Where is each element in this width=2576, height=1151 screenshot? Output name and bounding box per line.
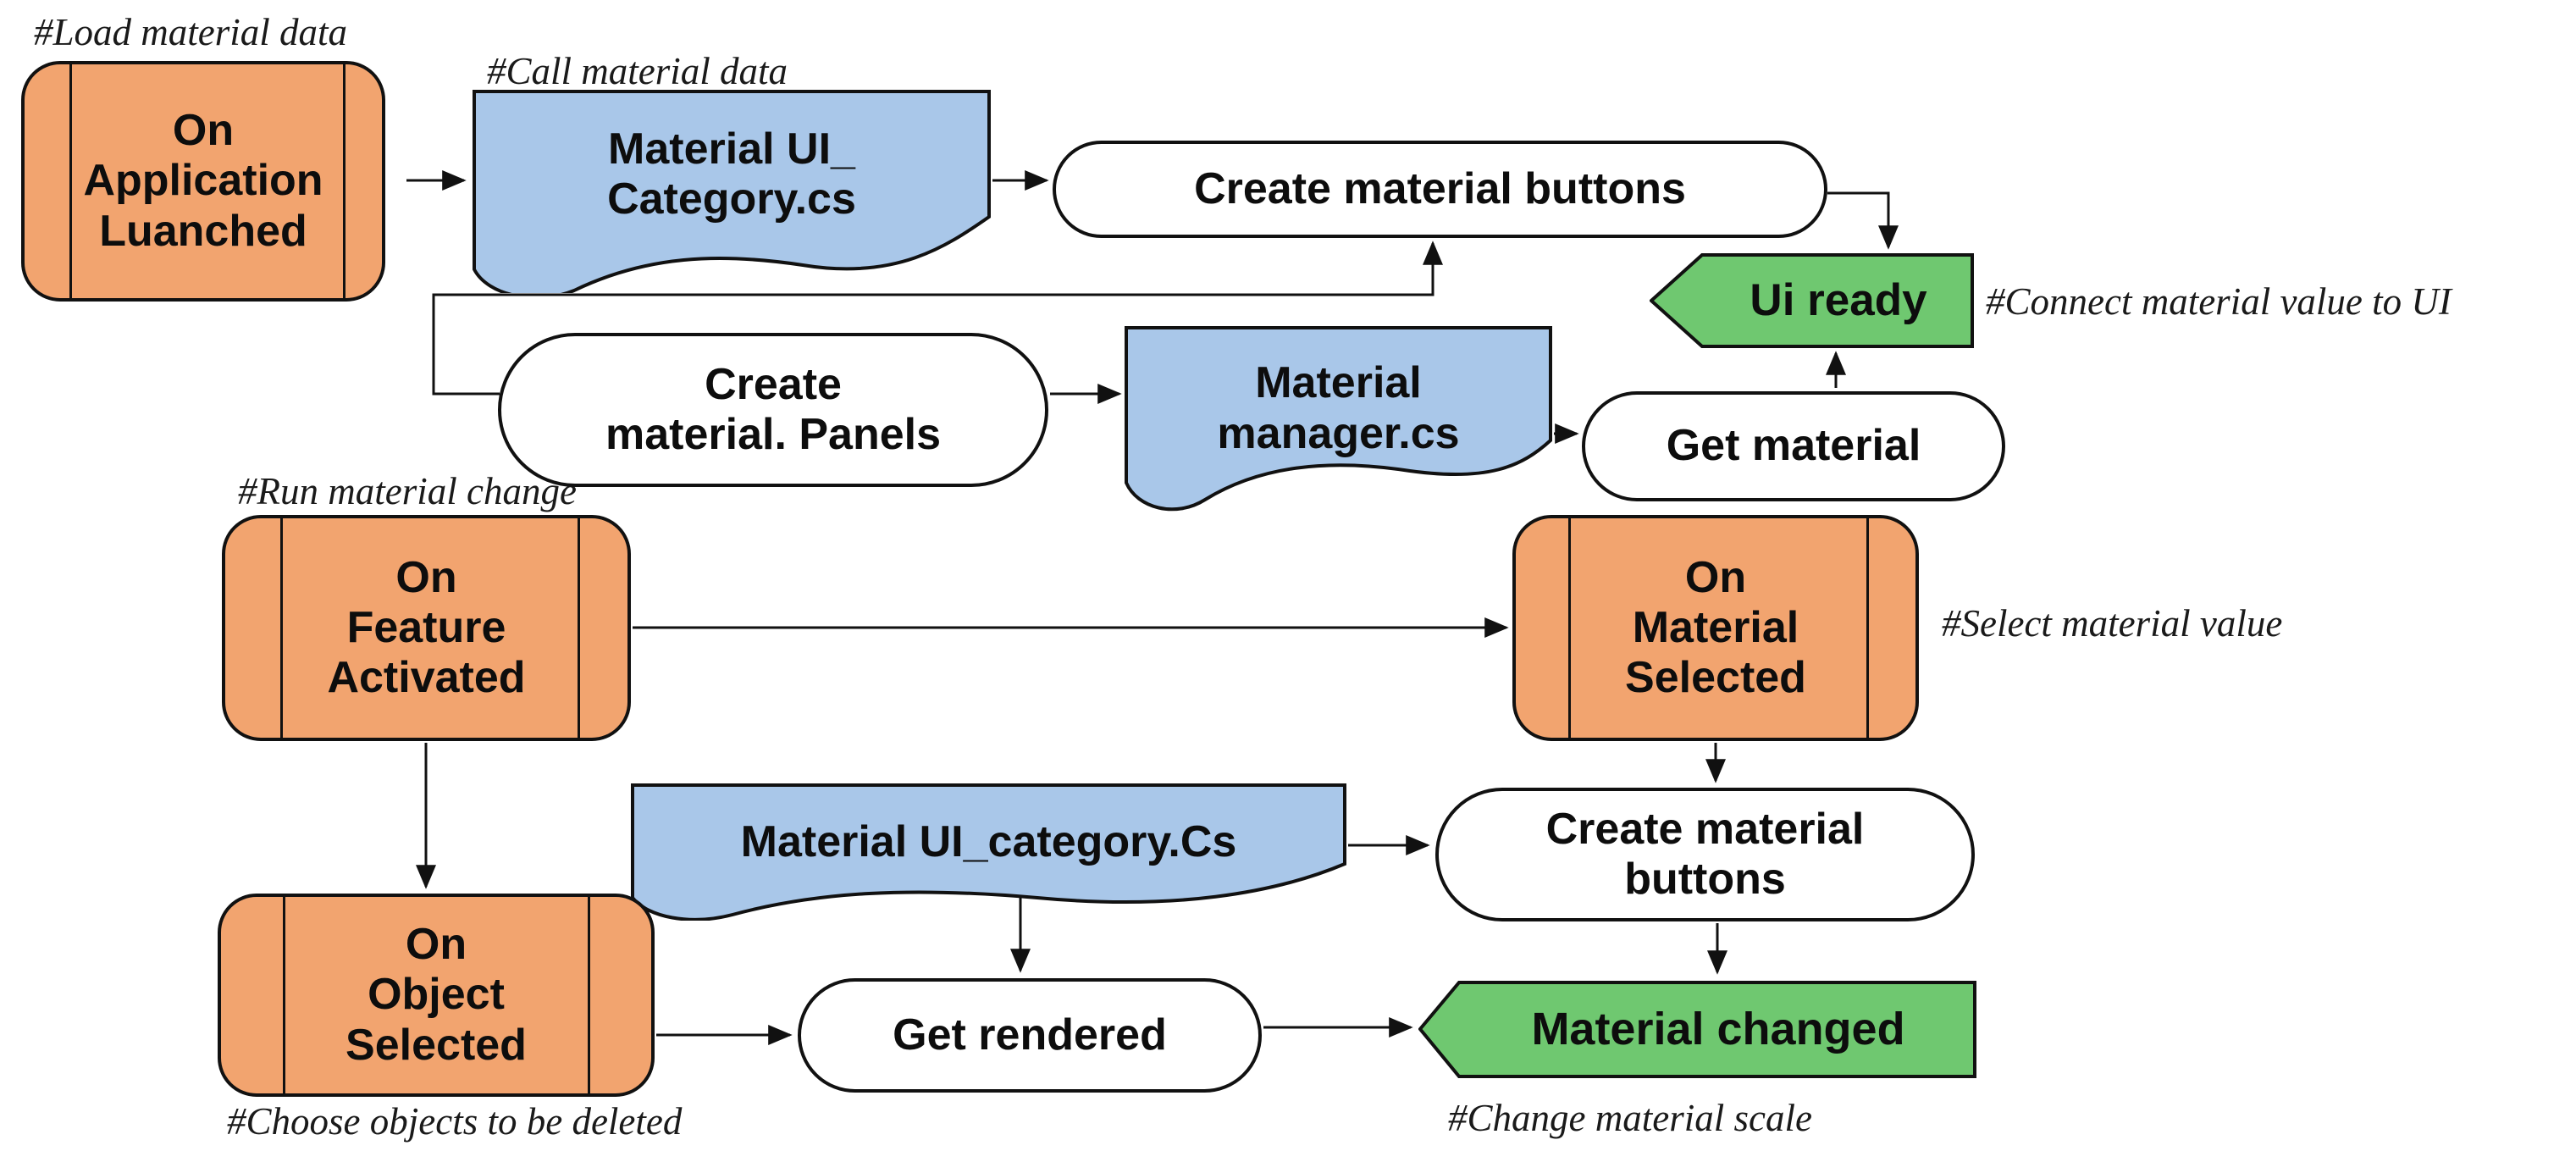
arrow-create-buttons-to-ui-ready xyxy=(1827,191,1899,250)
event-on-object-selected-label: On Object Selected xyxy=(345,920,527,1070)
event-on-feature-activated-label: On Feature Activated xyxy=(327,552,526,703)
event-on-material-selected-label: On Material Selected xyxy=(1625,552,1806,703)
state-material-changed-label: Material changed xyxy=(1531,1003,1905,1054)
event-divider-right xyxy=(578,518,580,738)
file-material-ui-category-2-label: Material UI_category.Cs xyxy=(740,817,1237,867)
file-material-ui-category-shape xyxy=(473,90,991,293)
event-divider-left xyxy=(283,897,285,1093)
event-divider-left xyxy=(1568,518,1571,738)
process-create-material-buttons-2: Create material buttons xyxy=(1435,788,1975,921)
process-create-material-panels: Create material. Panels xyxy=(498,333,1048,487)
annotation-run-material-change: #Run material change xyxy=(238,470,577,512)
state-ui-ready: Ui ready xyxy=(1650,252,1975,349)
event-on-material-selected: On Material Selected xyxy=(1512,515,1919,741)
annotation-select-material-value: #Select material value xyxy=(1942,602,2283,645)
event-on-application-launched-label: On Application Luanched xyxy=(83,106,323,256)
event-on-object-selected: On Object Selected xyxy=(218,894,655,1097)
file-material-ui-category: Material UI_ Category.cs xyxy=(473,90,991,293)
annotation-call-material-data: #Call material data xyxy=(487,50,788,92)
annotation-change-material-scale: #Change material scale xyxy=(1448,1097,1812,1139)
event-on-feature-activated: On Feature Activated xyxy=(222,515,631,741)
process-get-rendered: Get rendered xyxy=(798,978,1262,1093)
annotation-connect-material-value: #Connect material value to UI xyxy=(1986,280,2452,323)
event-divider-right xyxy=(588,897,590,1093)
state-ui-ready-label: Ui ready xyxy=(1750,274,1927,325)
file-material-manager: Material manager.cs xyxy=(1125,326,1552,523)
file-material-manager-label: Material manager.cs xyxy=(1217,358,1460,458)
event-divider-right xyxy=(343,64,345,298)
process-create-material-buttons-label: Create material buttons xyxy=(1194,163,1686,213)
file-material-ui-category-label: Material UI_ Category.cs xyxy=(607,124,856,224)
event-divider-right xyxy=(1866,518,1869,738)
arrow-create-panels-to-create-buttons xyxy=(432,241,1443,396)
process-create-material-buttons: Create material buttons xyxy=(1053,141,1827,238)
annotation-choose-objects: #Choose objects to be deleted xyxy=(227,1100,683,1143)
file-material-ui-category-2-shape xyxy=(631,783,1346,921)
event-divider-left xyxy=(69,64,72,298)
annotation-load-material-data: #Load material data xyxy=(34,11,348,53)
state-ui-ready-shape xyxy=(1650,253,1974,348)
file-material-ui-category-2: Material UI_category.Cs xyxy=(631,783,1346,921)
process-create-material-buttons-2-label: Create material buttons xyxy=(1545,804,1865,904)
file-material-manager-shape xyxy=(1125,326,1552,512)
process-get-material: Get material xyxy=(1582,391,2005,501)
process-get-material-label: Get material xyxy=(1666,421,1921,471)
process-create-material-panels-label: Create material. Panels xyxy=(605,359,941,459)
process-get-rendered-label: Get rendered xyxy=(893,1010,1167,1060)
event-on-application-launched: On Application Luanched xyxy=(21,61,385,302)
state-material-changed-shape xyxy=(1418,981,1976,1078)
state-material-changed: Material changed xyxy=(1418,980,1977,1079)
event-divider-left xyxy=(280,518,283,738)
